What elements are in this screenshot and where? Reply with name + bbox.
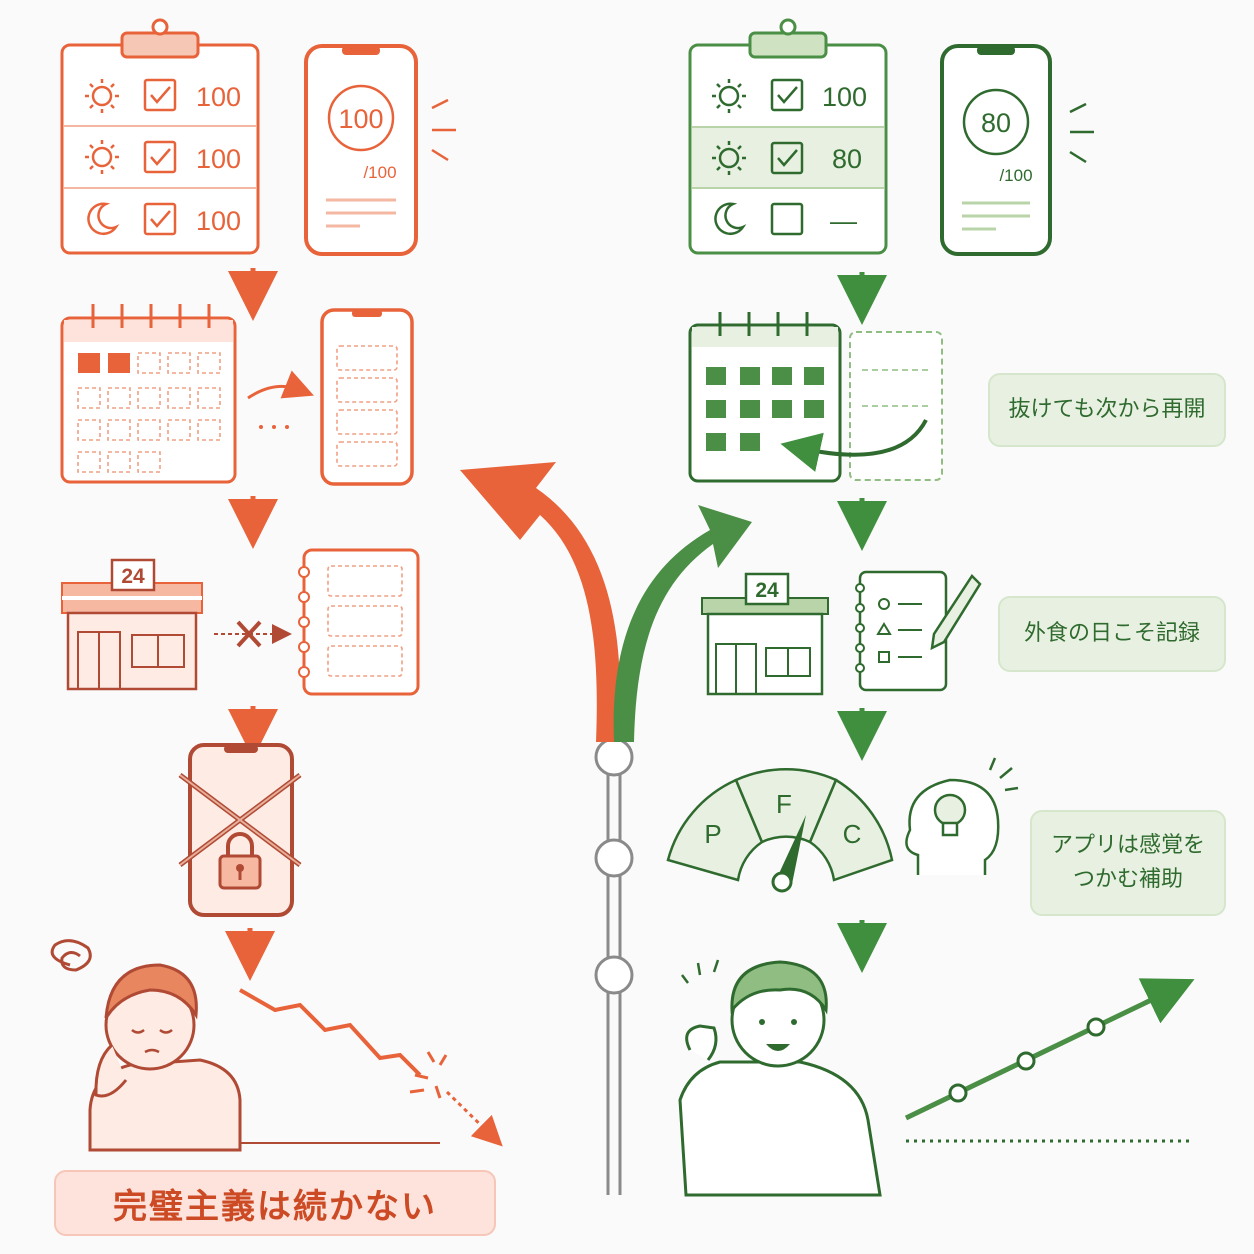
raised-fist	[685, 1024, 718, 1061]
note-resume-text: 抜けても次から再開	[1008, 397, 1206, 422]
phone-score-total: /100	[363, 163, 396, 182]
ellipsis-dots	[259, 425, 289, 429]
note-resume: 抜けても次から再開	[988, 373, 1226, 447]
right-food-log-notebook	[855, 570, 982, 692]
left-empty-notebook	[298, 548, 420, 696]
conclusion-banner: 完璧主義は続かない	[54, 1170, 496, 1236]
cross-icon	[236, 620, 262, 648]
trend-point	[1016, 1051, 1036, 1071]
lightbulb-icon	[933, 793, 967, 837]
emphasis-lines	[1069, 102, 1094, 164]
left-calendar	[60, 304, 237, 484]
right-score-phone: 80 /100	[940, 44, 1052, 256]
sun-icon	[85, 140, 119, 174]
declining-trend-line	[239, 988, 422, 1077]
red-branch-arrow	[460, 462, 620, 742]
sun-icon	[85, 79, 119, 113]
store-sign: 24	[121, 565, 145, 588]
checkbox-checked-icon	[143, 78, 177, 112]
trend-point	[948, 1083, 968, 1103]
checklist-value: 100	[822, 82, 867, 112]
square-mark-icon	[878, 651, 890, 663]
green-branch-arrow	[613, 505, 752, 742]
dotted-decline-arrow	[445, 1090, 503, 1147]
note-app: アプリは感覚を つかむ補助	[1030, 810, 1226, 916]
note-eating-out-text: 外食の日こそ記録	[1023, 621, 1200, 646]
thinking-head-icon	[905, 757, 1019, 875]
dizzy-swirl-icon	[50, 939, 92, 972]
checkbox-checked-icon	[770, 141, 804, 175]
checkbox-checked-icon	[143, 202, 177, 236]
tired-person-illustration	[50, 939, 440, 1152]
resume-curved-arrow	[780, 419, 928, 472]
checkbox-checked-icon	[770, 78, 804, 112]
checklist-value: 100	[196, 144, 241, 174]
phone-score: 80	[981, 108, 1011, 138]
sun-icon	[712, 141, 746, 175]
note-app-line1: アプリは感覚を	[1050, 833, 1205, 858]
moon-icon	[714, 202, 747, 235]
timeline-node	[594, 838, 634, 878]
gauge-label-c: C	[843, 819, 862, 849]
checklist-value: —	[830, 206, 857, 236]
emphasis-lines	[431, 98, 456, 162]
checkbox-checked-icon	[143, 140, 177, 174]
conclusion-text: 完璧主義は続かない	[113, 1186, 437, 1227]
sun-icon	[712, 79, 746, 113]
rising-trend-line	[904, 978, 1195, 1121]
store-sign: 24	[755, 579, 779, 602]
split-arrows	[460, 462, 752, 742]
pencil-icon	[930, 574, 982, 651]
timeline	[594, 737, 634, 1195]
chained-phone-icon	[178, 743, 302, 917]
right-clipboard: 100 80 —	[688, 18, 888, 255]
timeline-node	[594, 955, 634, 995]
gauge-needle	[776, 815, 806, 884]
left-convenience-store: 24	[61, 558, 203, 691]
circle-mark-icon	[878, 598, 890, 610]
curved-arrow	[247, 370, 314, 400]
padlock-shackle	[226, 832, 254, 858]
right-convenience-store: 24	[701, 572, 829, 696]
left-clipboard: 100 100 100	[60, 18, 260, 255]
moon-icon	[87, 202, 120, 235]
left-score-phone: 100 /100	[304, 44, 418, 256]
pfc-gauge: P F C	[666, 768, 894, 893]
triangle-mark-icon	[876, 622, 892, 635]
checklist-value: 100	[196, 206, 241, 236]
gauge-label-f: F	[776, 789, 792, 819]
confident-person-illustration	[678, 959, 882, 1197]
checkbox-empty-icon	[770, 202, 804, 236]
trend-point	[1086, 1017, 1106, 1037]
note-eating-out: 外食の日こそ記録	[998, 596, 1226, 672]
checklist-value: 80	[832, 144, 862, 174]
timeline-node	[594, 737, 634, 777]
left-empty-phone	[320, 308, 414, 486]
phone-score-total: /100	[999, 166, 1032, 185]
right-calendar	[688, 312, 842, 483]
gauge-label-p: P	[704, 819, 721, 849]
note-app-line2: つかむ補助	[1072, 867, 1183, 892]
phone-score: 100	[338, 104, 383, 134]
break-burst-icon	[409, 1051, 448, 1099]
checklist-value: 100	[196, 82, 241, 112]
